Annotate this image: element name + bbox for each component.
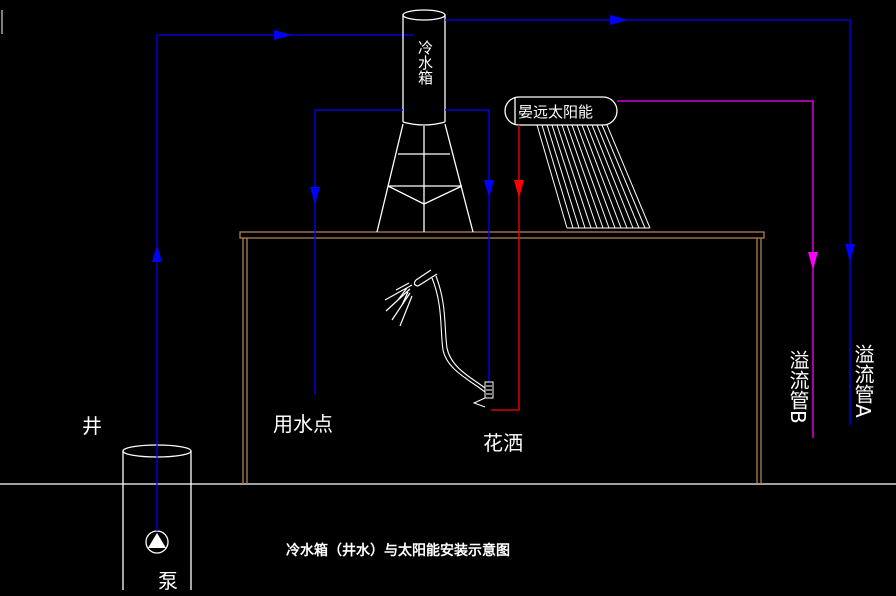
pump-icon: [145, 530, 169, 554]
well-label: 井: [82, 414, 102, 438]
solar-collector-tubes: [536, 124, 651, 229]
flow-arrow-up-icon: [152, 245, 162, 262]
shower-head-icon: [384, 269, 438, 327]
flow-arrow-right-icon: [274, 30, 292, 40]
use-point-pipe: [314, 109, 403, 395]
overflow-a-arrow-right-icon: [610, 15, 628, 25]
cold-water-tank: [402, 9, 446, 126]
solar-heater: [504, 96, 618, 126]
overflow-b-label: 溢流管B: [786, 350, 810, 424]
shower-hose: [431, 275, 486, 393]
house-frame: [239, 231, 765, 484]
shower-label: 花洒: [483, 431, 523, 455]
hot-water-pipe: [491, 125, 520, 411]
cold-feed-arrow-down-icon: [484, 180, 494, 198]
tank-stand: [376, 123, 474, 233]
use-point-label: 用水点: [273, 412, 333, 436]
use-point-arrow-down-icon: [310, 187, 320, 205]
diagram-caption: 冷水箱（井水）与太阳能安装示意图: [286, 543, 510, 559]
pump-label: 泵: [158, 569, 178, 593]
overflow-pipe-b: [617, 100, 814, 438]
overflow-a-label: 溢流管A: [851, 344, 875, 418]
overflow-pipe-a: [445, 19, 851, 425]
tank-label: 冷水箱: [416, 40, 434, 85]
solar-label: 晏远太阳能: [518, 103, 594, 121]
supply-pipe: [156, 34, 413, 531]
shower-mixer: [472, 381, 494, 408]
overflow-b-arrow-down-icon: [808, 252, 818, 270]
cold-feed-pipe: [445, 109, 490, 384]
overflow-a-arrow-down-icon: [845, 244, 855, 262]
hot-water-arrow-down-icon: [514, 180, 524, 198]
